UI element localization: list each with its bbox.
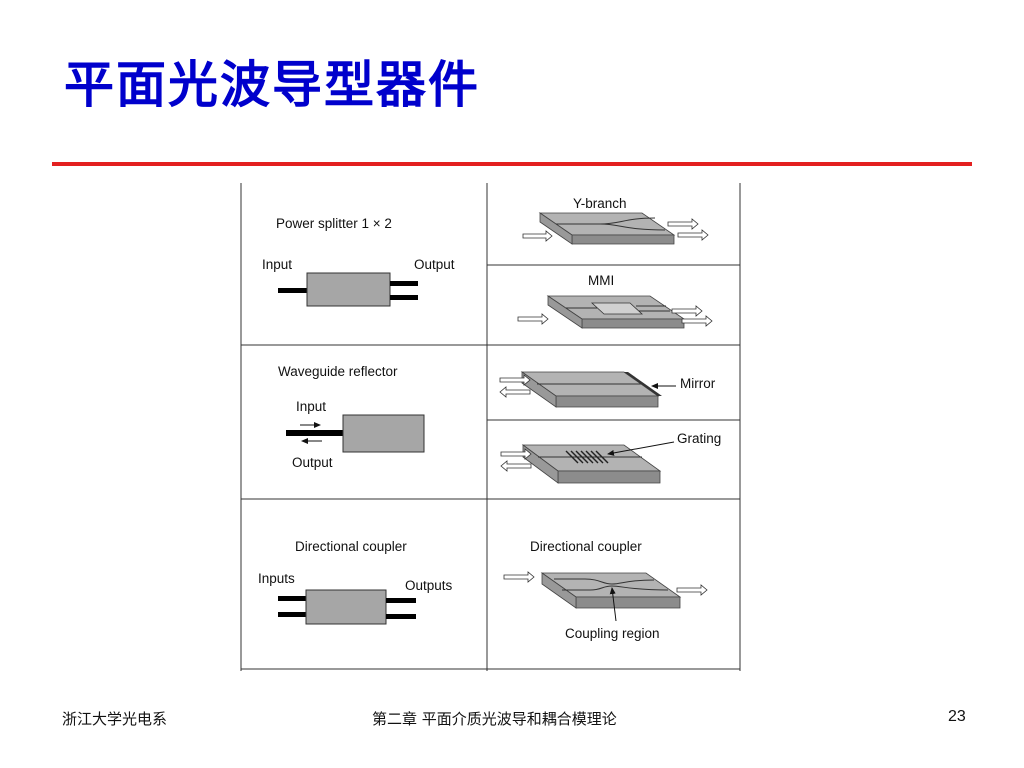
grating-input-arrow — [500, 448, 532, 460]
mirror-label: Mirror — [680, 376, 716, 391]
coupler-box — [305, 589, 387, 625]
splitter-output-waveguide-1 — [390, 281, 418, 286]
power-splitter-cell: Power splitter 1 × 2 Input Output — [262, 216, 455, 307]
coupler-input-arrow — [503, 571, 535, 583]
y-branch-chip-side — [539, 212, 573, 245]
mirror-chip-front — [555, 395, 659, 408]
mmi-input-arrow — [517, 313, 549, 325]
coupler-output-waveguide-2 — [386, 614, 416, 619]
mmi-chip-side — [547, 295, 583, 329]
mmi-chip-front — [581, 318, 685, 329]
reflector-cell: Waveguide reflector Input Output — [278, 364, 425, 470]
coupler-input-waveguide-2 — [278, 612, 307, 617]
y-branch-cell: Y-branch — [522, 196, 709, 245]
waveguide-devices-figure: Power splitter 1 × 2 Input Output Y-bran… — [240, 183, 742, 675]
grating-chip-front — [557, 470, 661, 484]
coupler-input-waveguide-1 — [278, 596, 307, 601]
mmi-cell: MMI — [517, 273, 713, 329]
coupler-device-cell: Directional coupler Coupling region — [503, 539, 708, 641]
coupler-inputs-label: Inputs — [258, 571, 295, 586]
table-grid — [240, 183, 741, 671]
coupler-chip-front — [575, 596, 681, 609]
page-number: 23 — [948, 708, 966, 725]
reflector-waveguide — [286, 430, 344, 436]
y-branch-output-arrow-1 — [667, 218, 699, 230]
mmi-section — [590, 302, 644, 315]
grating-lines — [565, 450, 609, 464]
grating-label: Grating — [677, 431, 721, 446]
reflector-title: Waveguide reflector — [278, 364, 398, 379]
y-branch-output-arrow-2 — [677, 229, 709, 241]
mirror-cell: Mirror — [499, 371, 716, 408]
mmi-output-arrow-2 — [681, 315, 713, 327]
mirror-output-arrow — [499, 386, 531, 398]
y-branch-input-arrow — [522, 230, 553, 242]
mirror-facet — [624, 372, 662, 396]
power-splitter-input-label: Input — [262, 257, 292, 272]
mmi-title: MMI — [588, 273, 614, 288]
slide-title: 平面光波导型器件 — [64, 56, 480, 114]
power-splitter-output-label: Output — [414, 257, 455, 272]
reflector-output-label: Output — [292, 455, 333, 470]
footer-institution: 浙江大学光电系 — [62, 710, 168, 728]
y-branch-title: Y-branch — [573, 196, 627, 211]
y-branch-chip-front — [571, 234, 675, 245]
reflector-input-label: Input — [296, 399, 326, 414]
splitter-input-waveguide — [278, 288, 308, 293]
coupler-schematic-title: Directional coupler — [295, 539, 407, 554]
devices-diagram: Power splitter 1 × 2 Input Output Y-bran… — [240, 183, 741, 671]
mmi-output-arrow-1 — [671, 305, 703, 317]
coupler-outputs-label: Outputs — [405, 578, 453, 593]
coupler-device-title: Directional coupler — [530, 539, 642, 554]
splitter-box — [306, 272, 391, 307]
grating-output-arrow — [500, 460, 532, 472]
coupler-schematic-cell: Directional coupler Inputs Outputs — [258, 539, 453, 625]
coupler-output-waveguide-1 — [386, 598, 416, 603]
coupling-region-label: Coupling region — [565, 626, 660, 641]
reflector-box — [342, 414, 425, 453]
coupler-chip-side — [541, 572, 577, 609]
footer-chapter: 第二章 平面介质光波导和耦合模理论 — [372, 710, 617, 728]
grating-cell: Grating — [500, 431, 721, 484]
power-splitter-title: Power splitter 1 × 2 — [276, 216, 392, 231]
splitter-output-waveguide-2 — [390, 295, 418, 300]
title-divider — [52, 162, 972, 166]
coupler-output-arrow — [676, 584, 708, 596]
mirror-input-arrow — [499, 374, 531, 386]
